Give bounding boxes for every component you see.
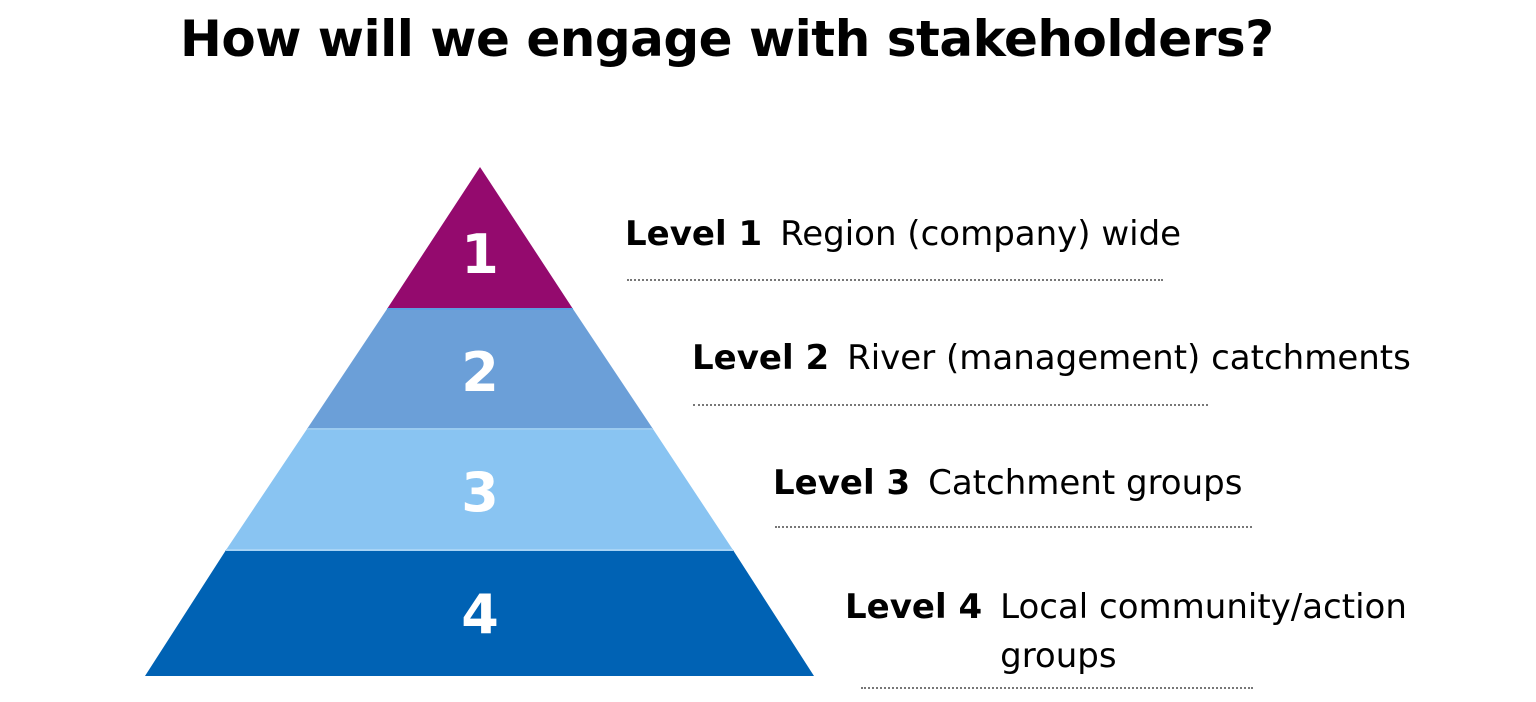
pyramid-tier-1 [387,167,573,309]
level-name: Level 1 [625,214,763,254]
divider [861,687,1253,689]
page-title: How will we engage with stakeholders? [180,10,1274,68]
pyramid-tier-2 [307,309,653,429]
tier-number-4: 4 [461,583,499,646]
level-2-label: Level 2 River (management) catchments [692,334,1411,383]
divider [627,279,1163,281]
level-name: Level 2 [692,338,830,378]
pyramid-tier-3 [226,429,733,550]
level-3-label: Level 3 Catchment groups [773,459,1242,508]
level-name: Level 3 [773,463,911,503]
divider [693,404,1208,406]
level-description: River (management) catchments [847,338,1411,378]
level-description: Region (company) wide [780,214,1182,254]
tier-number-3: 3 [461,461,499,524]
level-description: Local community/action groups [1000,587,1407,677]
tier-number-2: 2 [461,341,499,404]
level-1-label: Level 1 Region (company) wide [625,210,1181,259]
divider [775,526,1252,528]
level-name: Level 4 [845,587,983,627]
level-description: Catchment groups [928,463,1243,503]
level-4-label: Level 4 Local community/action groups [845,583,1440,682]
pyramid-tier-4 [145,550,814,676]
tier-number-1: 1 [461,223,499,286]
